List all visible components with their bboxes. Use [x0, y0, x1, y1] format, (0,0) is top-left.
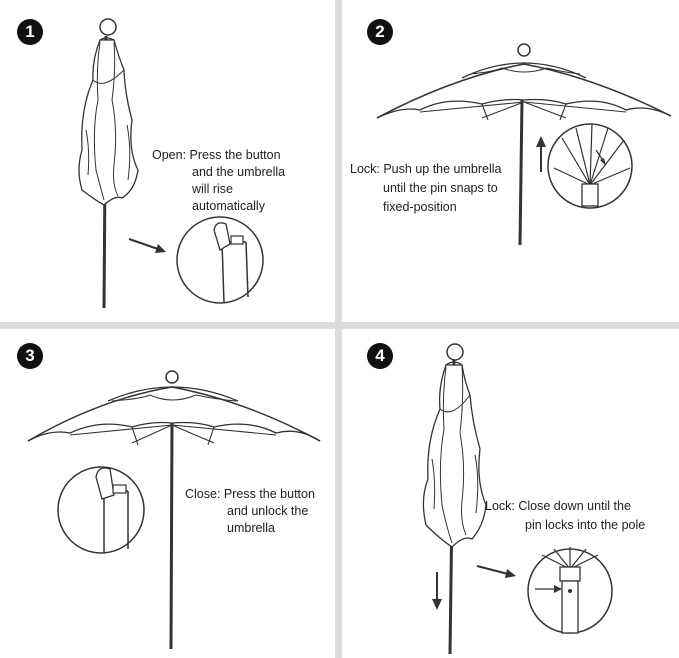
open-umbrella-icon — [27, 370, 321, 650]
step-3-line-3: umbrella — [227, 521, 275, 535]
closed-umbrella-icon — [422, 343, 613, 655]
step-4-instructions: Lock: Close down until the pin locks int… — [485, 498, 645, 534]
arrow-icon — [476, 565, 516, 578]
detail-magnifier-icon — [176, 216, 264, 304]
step-1-line-1: Open: Press the button — [152, 148, 281, 162]
detail-magnifier-icon — [527, 547, 613, 634]
step-3-line-2: and unlock the — [227, 504, 309, 518]
step-2-line-2: until the pin snaps to — [383, 181, 498, 195]
step-2-number-badge: 2 — [367, 19, 393, 45]
step-2-line-3: fixed-position — [383, 200, 457, 214]
arrow-icon — [128, 238, 166, 253]
step-3-instructions: Close: Press the button and unlock the u… — [185, 486, 315, 537]
step-1-line-3: will rise — [192, 182, 233, 196]
arrow-icon — [536, 136, 546, 172]
step-4-number-badge: 4 — [367, 343, 393, 369]
horizontal-divider — [0, 322, 679, 329]
step-1-panel: 1 Open: Press the button and the umbrell — [0, 0, 335, 322]
open-umbrella-icon — [376, 43, 672, 246]
step-3-line-1: Close: Press the button — [185, 487, 315, 501]
step-4-panel: 4 — [342, 329, 679, 658]
step-2-line-1: Lock: Push up the umbrella — [350, 162, 502, 176]
step-1-instructions: Open: Press the button and the umbrella … — [152, 147, 285, 215]
step-3-panel: 3 Close: Press the button and unlock the… — [0, 329, 335, 658]
step-3-number-badge: 3 — [17, 343, 43, 369]
step-4-line-2: pin locks into the pole — [525, 518, 646, 532]
step-2-panel: 2 Lock: Push up the umbrella — [342, 0, 679, 322]
detail-magnifier-icon — [547, 123, 633, 209]
step-4-line-1: Lock: Close down until the — [485, 499, 631, 513]
step-2-instructions: Lock: Push up the umbrella until the pin… — [350, 161, 501, 216]
arrow-icon — [432, 572, 442, 610]
step-1-line-2: and the umbrella — [192, 165, 286, 179]
vertical-divider — [335, 0, 342, 658]
step-1-number-badge: 1 — [17, 19, 43, 45]
step-1-line-4: automatically — [192, 199, 265, 213]
detail-magnifier-icon — [57, 466, 145, 554]
closed-umbrella-icon — [78, 18, 264, 309]
